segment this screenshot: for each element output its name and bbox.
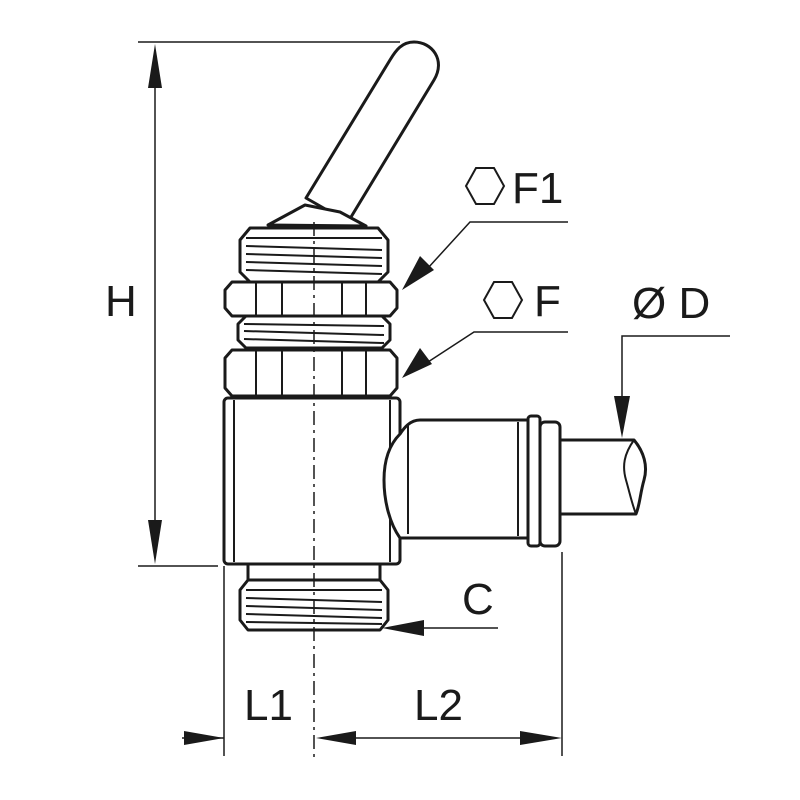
label-f1: F1 (512, 164, 563, 213)
dimension-l (182, 552, 563, 756)
hex-nut-f (223, 348, 399, 398)
arrowhead (402, 348, 432, 378)
valve-body (222, 396, 402, 566)
arrowhead (316, 731, 356, 745)
arrowhead (614, 396, 630, 438)
label-f: F (534, 277, 561, 326)
hex-nut-f1 (223, 280, 399, 318)
label-l2: L2 (414, 681, 463, 730)
tube (558, 438, 648, 516)
leader-f1 (427, 221, 568, 269)
leader-d (621, 335, 730, 400)
label-d: Ø D (632, 279, 710, 328)
hexagon-icon (482, 281, 524, 319)
arrowhead (382, 620, 424, 636)
side-connector (382, 418, 530, 540)
dimension-h (138, 41, 400, 567)
label-l1: L1 (244, 681, 293, 730)
arrowhead (520, 731, 562, 745)
label-h: H (105, 277, 137, 326)
arrowhead (184, 731, 224, 745)
lever-cap (266, 203, 368, 228)
label-c: C (462, 575, 494, 624)
arrowhead (402, 256, 434, 290)
arrowhead (148, 520, 162, 564)
arrowhead (148, 44, 162, 88)
collet-ring (526, 414, 562, 548)
hexagon-icon (464, 167, 506, 205)
leader-f (427, 331, 568, 363)
toggle-lever (266, 40, 440, 228)
